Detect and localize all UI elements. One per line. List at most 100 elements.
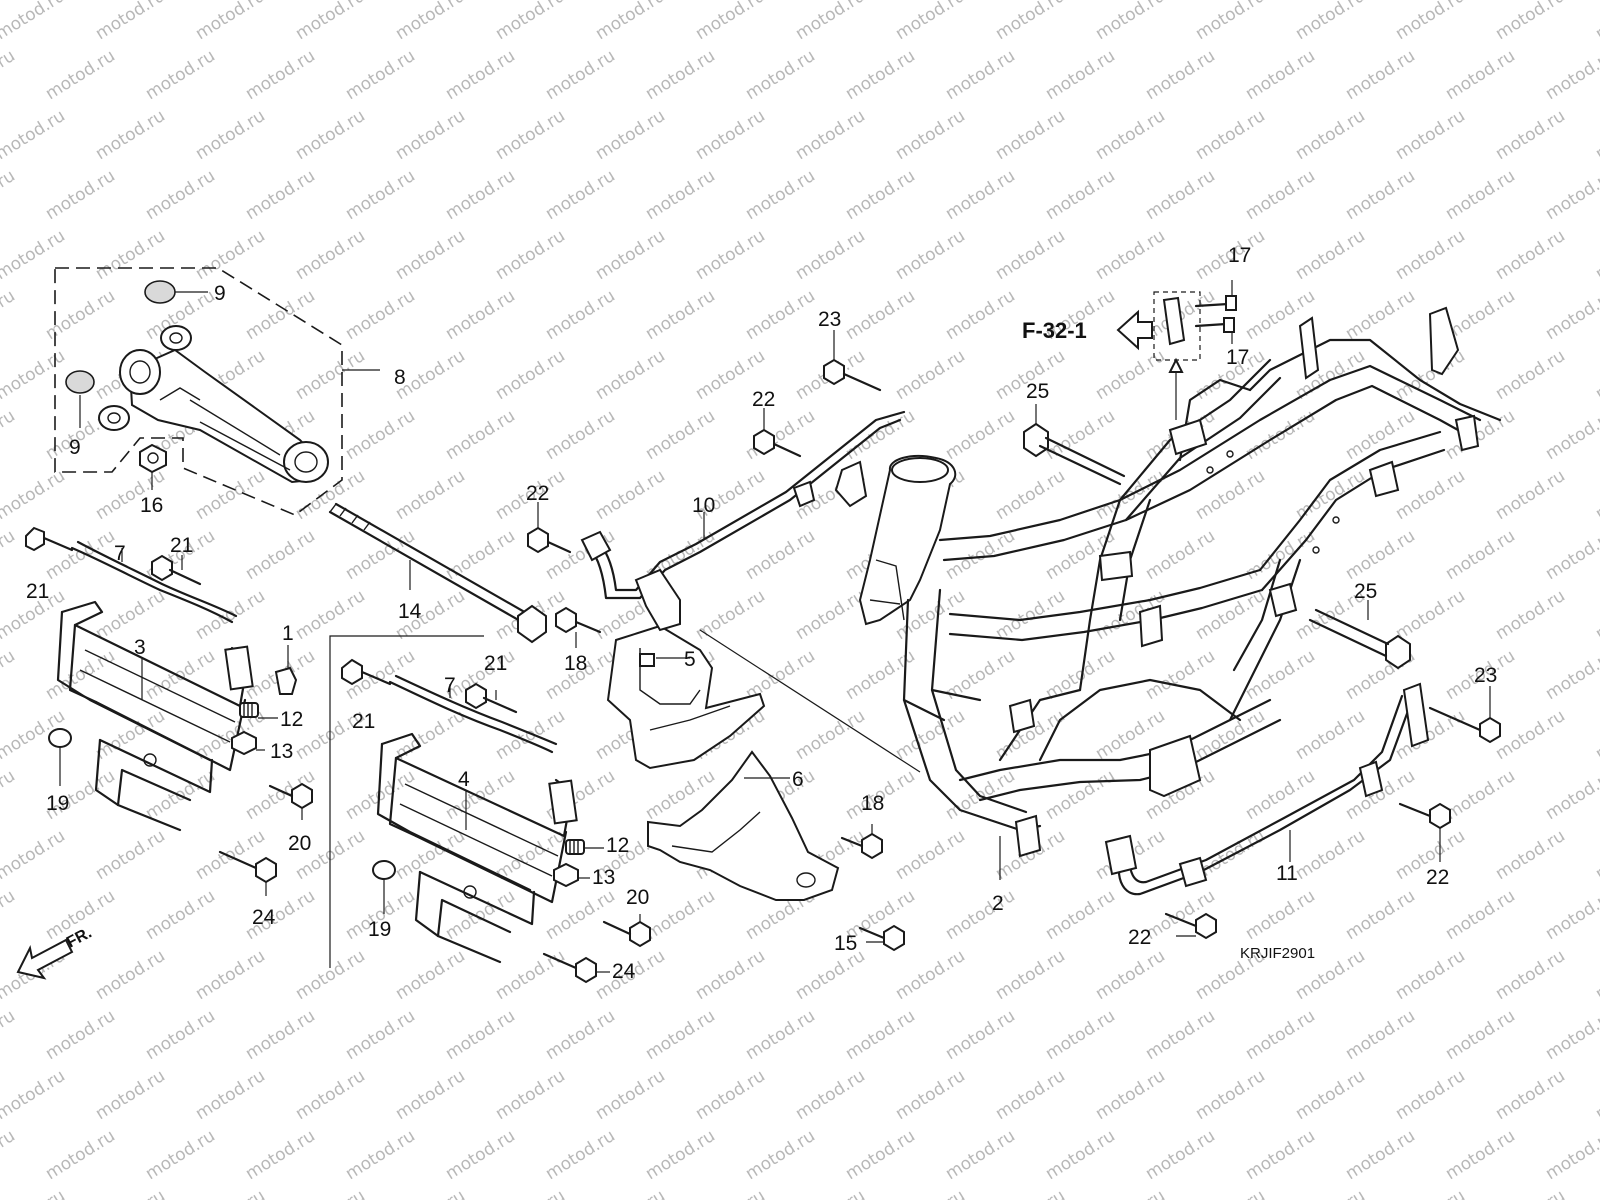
watermark-text: motod.ru (542, 46, 619, 104)
watermark-text: motod.ru (0, 646, 19, 704)
watermark-text: motod.ru (642, 886, 719, 944)
watermark-text: motod.ru (542, 166, 619, 224)
watermark-text: motod.ru (342, 406, 419, 464)
watermark-text: motod.ru (0, 346, 69, 404)
watermark-text: motod.ru (1192, 466, 1269, 524)
watermark-text: motod.ru (1242, 166, 1319, 224)
watermark-text: motod.ru (0, 826, 69, 884)
watermark-text: motod.ru (1592, 226, 1600, 284)
callout-6: 6 (792, 768, 804, 791)
callout-25-b: 25 (1354, 580, 1377, 603)
watermark-text: motod.ru (1042, 886, 1119, 944)
watermark-text: motod.ru (1142, 1126, 1219, 1184)
watermark-text: motod.ru (1442, 1006, 1519, 1064)
watermark-text: motod.ru (992, 466, 1069, 524)
callout-23-a: 23 (818, 308, 841, 331)
watermark-text: motod.ru (1592, 466, 1600, 524)
watermark-text: motod.ru (692, 1186, 769, 1200)
watermark-text: motod.ru (642, 46, 719, 104)
watermark-text: motod.ru (192, 466, 269, 524)
callout-17-top: 17 (1228, 244, 1251, 267)
watermark-text: motod.ru (1492, 0, 1569, 44)
front-direction-arrow (16, 938, 74, 980)
watermark-text: motod.ru (1392, 946, 1469, 1004)
callout-labels: 1 2 3 4 5 6 7 7 8 9 9 10 11 12 12 13 13 … (26, 244, 1497, 983)
watermark-text: motod.ru (1592, 706, 1600, 764)
watermark-text: motod.ru (1192, 586, 1269, 644)
watermark-text: motod.ru (792, 1066, 869, 1124)
reference-label: F-32-1 (1022, 318, 1087, 343)
callout-23-b: 23 (1474, 664, 1497, 687)
watermark-text: motod.ru (42, 1006, 119, 1064)
watermark-text: motod.ru (792, 586, 869, 644)
watermark-text: motod.ru (0, 46, 19, 104)
watermark-text: motod.ru (292, 346, 369, 404)
watermark-text: motod.ru (692, 586, 769, 644)
watermark-text: motod.ru (92, 826, 169, 884)
watermark-text: motod.ru (1392, 106, 1469, 164)
callout-24-second: 24 (612, 960, 636, 983)
watermark-text: motod.ru (942, 46, 1019, 104)
covers-5-6-group (555, 606, 905, 952)
watermark-text: motod.ru (1542, 286, 1600, 344)
watermark-text: motod.ru (892, 946, 969, 1004)
watermark-text: motod.ru (1092, 946, 1169, 1004)
callout-12-second: 12 (606, 834, 629, 857)
watermark-text: motod.ru (792, 0, 869, 44)
watermark-text: motod.ru (142, 1006, 219, 1064)
watermark-text: motod.ru (242, 1126, 319, 1184)
watermark-text: motod.ru (1592, 946, 1600, 1004)
watermark-text: motod.ru (1492, 466, 1569, 524)
watermark-text: motod.ru (1242, 1006, 1319, 1064)
callout-21-b: 21 (170, 534, 193, 557)
callout-22-c: 22 (1426, 866, 1449, 889)
watermark-text: motod.ru (642, 406, 719, 464)
callout-25-a: 25 (1026, 380, 1049, 403)
watermark-text: motod.ru (0, 886, 19, 944)
watermark-text: motod.ru (92, 1066, 169, 1124)
watermark-text: motod.ru (292, 1186, 369, 1200)
watermark-text: motod.ru (842, 286, 919, 344)
watermark-text: motod.ru (1292, 706, 1369, 764)
watermark-text: motod.ru (642, 286, 719, 344)
watermark-text: motod.ru (292, 226, 369, 284)
callout-22-a: 22 (526, 482, 549, 505)
watermark-text: motod.ru (1542, 1006, 1600, 1064)
watermark-text: motod.ru (492, 226, 569, 284)
watermark-text: motod.ru (442, 886, 519, 944)
watermark-text: motod.ru (742, 1006, 819, 1064)
watermark-text: motod.ru (942, 526, 1019, 584)
watermark-text: motod.ru (992, 0, 1069, 44)
watermark-text: motod.ru (1292, 0, 1369, 44)
watermark-text: motod.ru (1542, 166, 1600, 224)
watermark-text: motod.ru (42, 286, 119, 344)
watermark-text: motod.ru (92, 226, 169, 284)
watermark-text: motod.ru (1192, 1066, 1269, 1124)
watermark-text: motod.ru (1592, 826, 1600, 884)
watermark-text: motod.ru (192, 946, 269, 1004)
watermark-text: motod.ru (1592, 0, 1600, 44)
watermark-text: motod.ru (992, 1066, 1069, 1124)
watermark-text: motod.ru (1342, 766, 1419, 824)
watermark-text: motod.ru (1442, 766, 1519, 824)
callout-21-d: 21 (484, 652, 507, 675)
watermark-text: motod.ru (592, 1066, 669, 1124)
watermark-text: motod.ru (42, 46, 119, 104)
watermark-text: motod.ru (642, 166, 719, 224)
watermark-text: motod.ru (1192, 1186, 1269, 1200)
watermark-text: motod.ru (242, 1006, 319, 1064)
watermark-text: motod.ru (42, 166, 119, 224)
watermark-text: motod.ru (1492, 706, 1569, 764)
watermark-text: motod.ru (942, 1126, 1019, 1184)
watermark-text: motod.ru (1342, 286, 1419, 344)
watermark-text: motod.ru (42, 1126, 119, 1184)
watermark-text: motod.ru (492, 0, 569, 44)
watermark-text: motod.ru (242, 46, 319, 104)
watermark-text: motod.ru (1242, 406, 1319, 464)
watermark-text: motod.ru (1342, 1006, 1419, 1064)
watermark-text: motod.ru (492, 1066, 569, 1124)
callout-13-second: 13 (592, 866, 615, 889)
watermark-text: motod.ru (1542, 406, 1600, 464)
watermark-text: motod.ru (392, 1186, 469, 1200)
watermark-text: motod.ru (642, 1126, 719, 1184)
